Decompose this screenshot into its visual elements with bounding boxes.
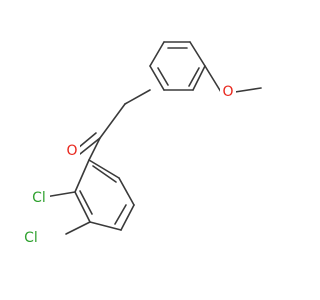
chlorine-2-label: Cl bbox=[32, 190, 46, 206]
methoxyphenyl-ring bbox=[149, 41, 206, 91]
methoxy-oxygen-label: O bbox=[222, 84, 233, 100]
propanone-chain bbox=[77, 89, 151, 161]
chlorine-3-label: Cl bbox=[24, 230, 38, 246]
molecule-structure: O O Cl Cl bbox=[24, 41, 262, 246]
methoxy-group bbox=[204, 65, 262, 93]
carbonyl-oxygen-label: O bbox=[66, 143, 77, 159]
dichlorophenyl-ring bbox=[74, 159, 135, 231]
